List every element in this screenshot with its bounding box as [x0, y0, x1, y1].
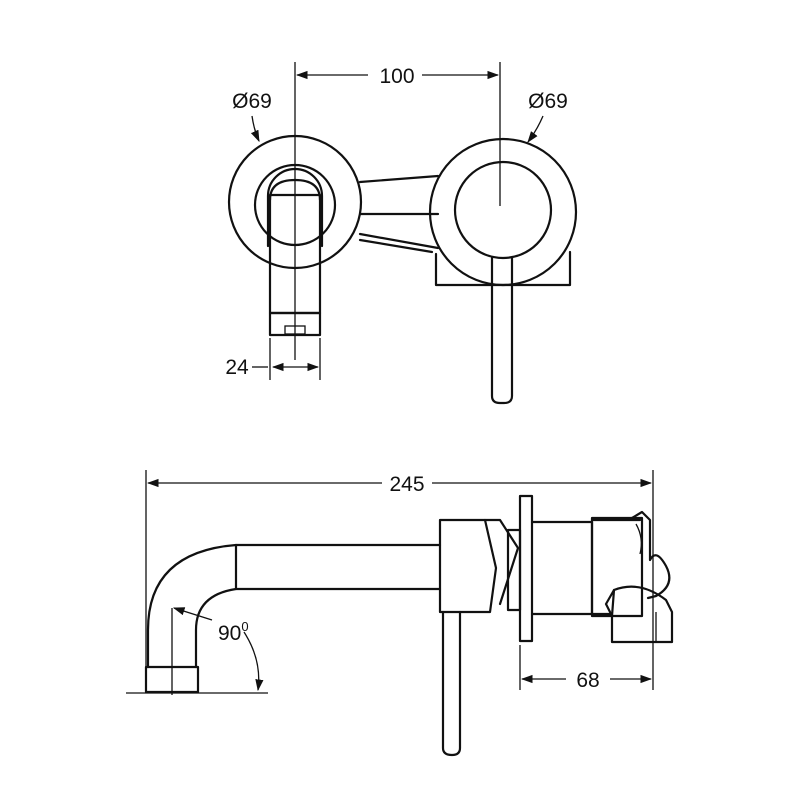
dim-left-diameter-leader: [252, 116, 259, 141]
dim-projection: 68: [576, 669, 599, 692]
front-view: [229, 62, 576, 403]
dim-right-diameter: Ø69: [528, 90, 568, 113]
front-dimensions: 100 Ø69 Ø69 24: [225, 60, 568, 380]
mixer-handle-hub: [455, 162, 551, 258]
handle-body: [440, 520, 496, 612]
valve-body: [532, 522, 592, 614]
handle-cap: [485, 520, 518, 604]
mixer-backplate: [430, 139, 576, 285]
dim-right-diameter-leader: [528, 116, 543, 142]
dim-left-diameter: Ø69: [232, 90, 272, 113]
side-lever: [443, 612, 460, 755]
mixer-lever: [492, 258, 512, 403]
dim-centers-distance: 100: [379, 65, 414, 88]
side-view: [126, 496, 672, 755]
body-line-top: [360, 176, 438, 182]
side-dimensions: 245 68 900: [146, 468, 653, 695]
dim-angle: 900: [218, 619, 249, 645]
rear-fitting-curve: [636, 524, 641, 554]
angle-arc: [244, 632, 259, 690]
dim-spout-width: 24: [225, 356, 249, 379]
spout-outer-curve: [148, 545, 440, 667]
angle-leader: [174, 608, 212, 620]
wall-flange: [520, 496, 532, 641]
dim-overall-length: 245: [389, 473, 424, 496]
rear-fitting-upper: [632, 512, 669, 598]
valve-housing: [592, 518, 642, 616]
valve-body-edges: [592, 520, 640, 614]
